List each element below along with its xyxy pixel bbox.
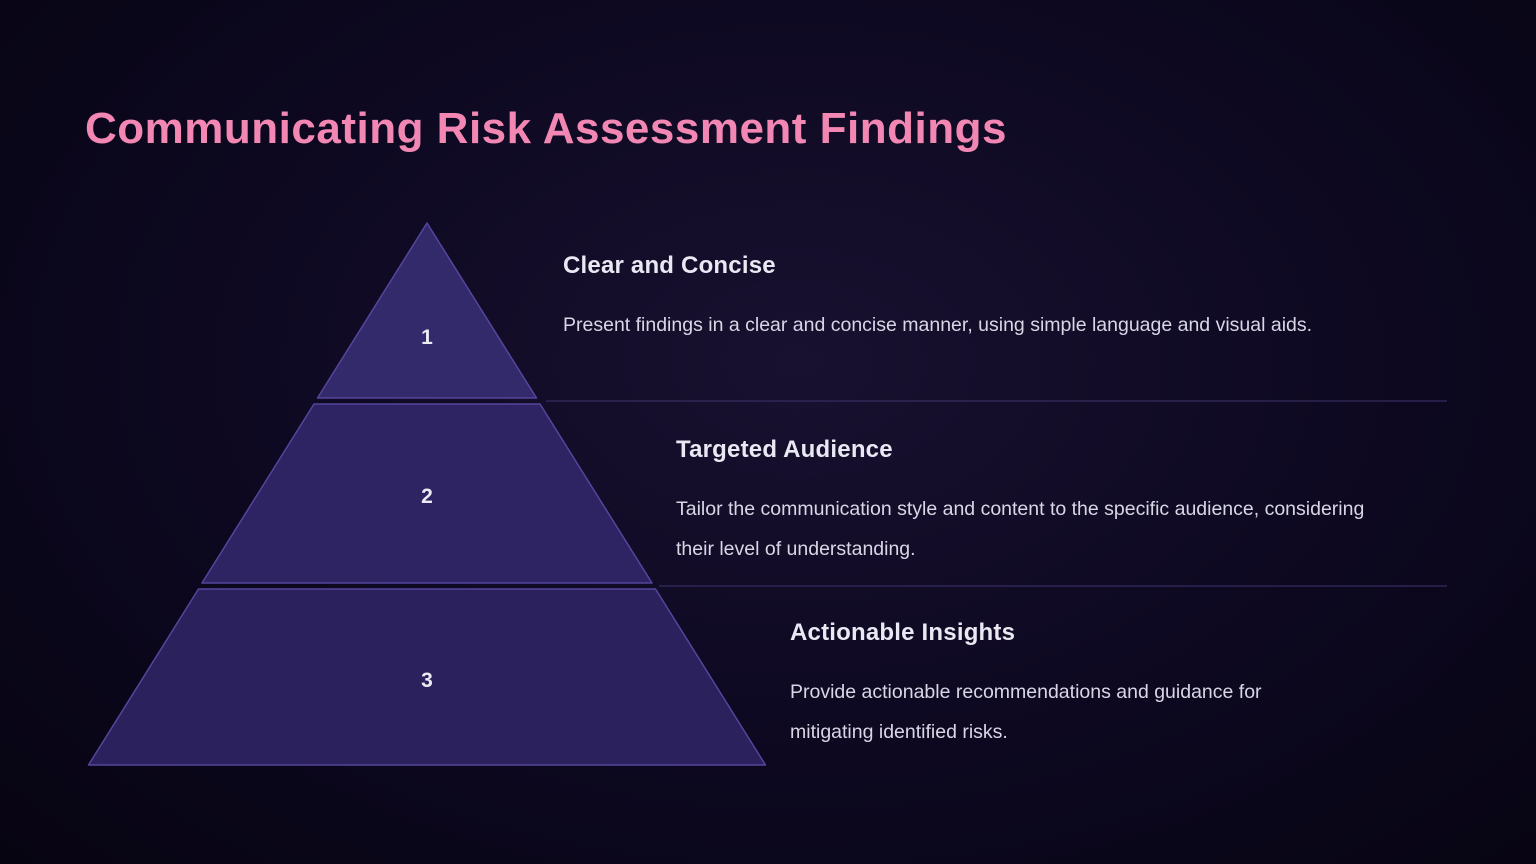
pyramid-level-2 [201,403,653,584]
level-2-heading: Targeted Audience [676,436,893,463]
level-1-body: Present findings in a clear and concise … [563,314,1313,336]
level-3-text-block: Actionable Insights Provide actionable r… [790,619,1335,753]
pyramid-number-2: 2 [421,485,433,508]
pyramid-number-3: 3 [421,669,433,692]
slide-title: Communicating Risk Assessment Findings [85,104,1007,153]
level-1-heading: Clear and Concise [563,252,776,279]
level-2-text-block: Targeted Audience Tailor the communicati… [676,436,1376,570]
pyramid-number-1: 1 [421,326,433,349]
level-3-heading: Actionable Insights [790,619,1016,646]
pyramid-level-3 [87,588,767,766]
level-2-body: Tailor the communication style and conte… [676,498,1365,560]
pyramid-level-1 [316,222,538,399]
level-3-body: Provide actionable recommendations and g… [790,681,1262,743]
level-1-text-block: Clear and Concise Present findings in a … [563,252,1453,346]
